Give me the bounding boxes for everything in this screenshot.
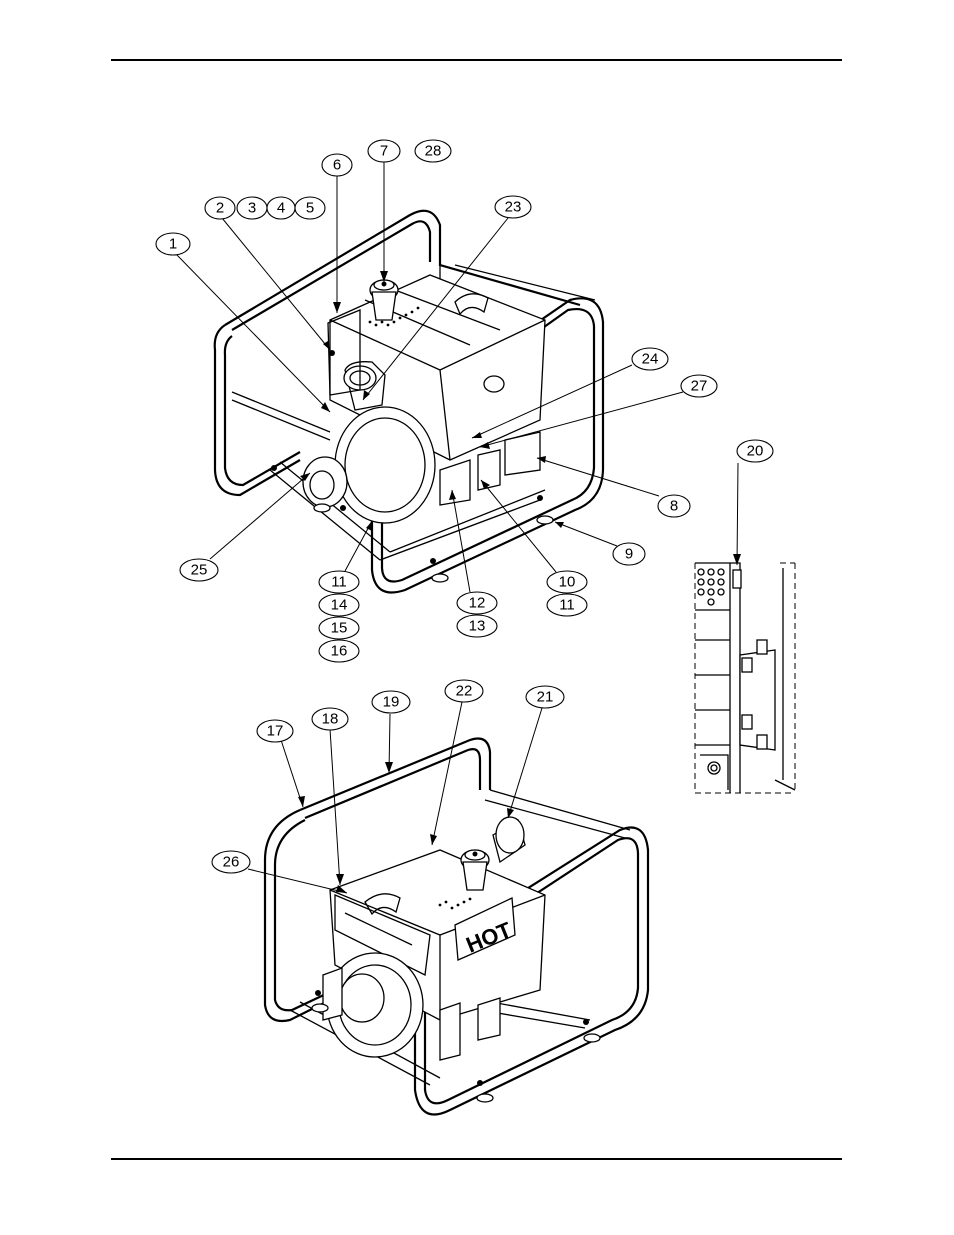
svg-text:23: 23 — [505, 199, 522, 216]
callout-4: 4 — [267, 197, 295, 219]
svg-text:18: 18 — [322, 711, 339, 728]
callout-8: 8 — [658, 495, 690, 517]
callout-19: 19 — [372, 691, 410, 713]
callout-9: 9 — [613, 543, 645, 565]
svg-text:16: 16 — [331, 643, 348, 660]
svg-text:24: 24 — [642, 351, 659, 368]
svg-text:26: 26 — [223, 854, 240, 871]
svg-text:14: 14 — [331, 597, 348, 614]
callout-5: 5 — [295, 197, 325, 219]
svg-text:6: 6 — [333, 157, 341, 174]
callout-17: 17 — [257, 720, 293, 742]
svg-text:3: 3 — [248, 200, 256, 217]
svg-text:15: 15 — [331, 620, 348, 637]
callout-2: 2 — [205, 197, 235, 219]
svg-text:7: 7 — [380, 143, 388, 160]
callout-1: 1 — [156, 233, 190, 255]
svg-text:13: 13 — [469, 618, 486, 635]
svg-text:5: 5 — [306, 200, 314, 217]
callout-15: 15 — [319, 617, 359, 639]
svg-text:12: 12 — [469, 595, 486, 612]
callout-3: 3 — [237, 197, 267, 219]
callout-20: 20 — [737, 440, 773, 462]
callout-14: 14 — [319, 594, 359, 616]
svg-text:27: 27 — [691, 378, 708, 395]
callout-6: 6 — [322, 154, 352, 176]
callout-18: 18 — [312, 708, 348, 730]
svg-text:25: 25 — [191, 562, 208, 579]
callout-21: 21 — [526, 686, 564, 708]
callout-11-left: 11 — [319, 571, 359, 593]
svg-text:28: 28 — [425, 143, 442, 160]
callout-16: 16 — [319, 640, 359, 662]
lower-pump-assembly: HOT — [265, 739, 648, 1115]
callout-11-right: 11 — [547, 594, 587, 616]
callout-25: 25 — [180, 559, 218, 581]
svg-text:22: 22 — [456, 683, 473, 700]
svg-text:9: 9 — [625, 546, 633, 563]
callout-24: 24 — [632, 348, 668, 370]
svg-text:21: 21 — [537, 689, 554, 706]
svg-text:19: 19 — [383, 694, 400, 711]
callout-13: 13 — [457, 615, 497, 637]
svg-text:10: 10 — [559, 574, 576, 591]
svg-text:4: 4 — [277, 200, 285, 217]
svg-text:20: 20 — [747, 443, 764, 460]
detail-inset-20 — [695, 563, 795, 793]
svg-text:2: 2 — [216, 200, 224, 217]
svg-text:11: 11 — [331, 574, 347, 591]
callout-26: 26 — [212, 851, 250, 873]
callout-22: 22 — [445, 680, 483, 702]
callout-10: 10 — [547, 571, 587, 593]
svg-text:11: 11 — [559, 597, 575, 614]
callout-28: 28 — [415, 140, 451, 162]
callout-7: 7 — [368, 140, 400, 162]
svg-text:17: 17 — [267, 723, 284, 740]
callout-12: 12 — [457, 592, 497, 614]
svg-text:8: 8 — [670, 498, 678, 515]
upper-pump-assembly — [215, 211, 603, 593]
callout-27: 27 — [681, 375, 717, 397]
callout-23: 23 — [495, 196, 531, 218]
svg-text:1: 1 — [169, 236, 177, 253]
